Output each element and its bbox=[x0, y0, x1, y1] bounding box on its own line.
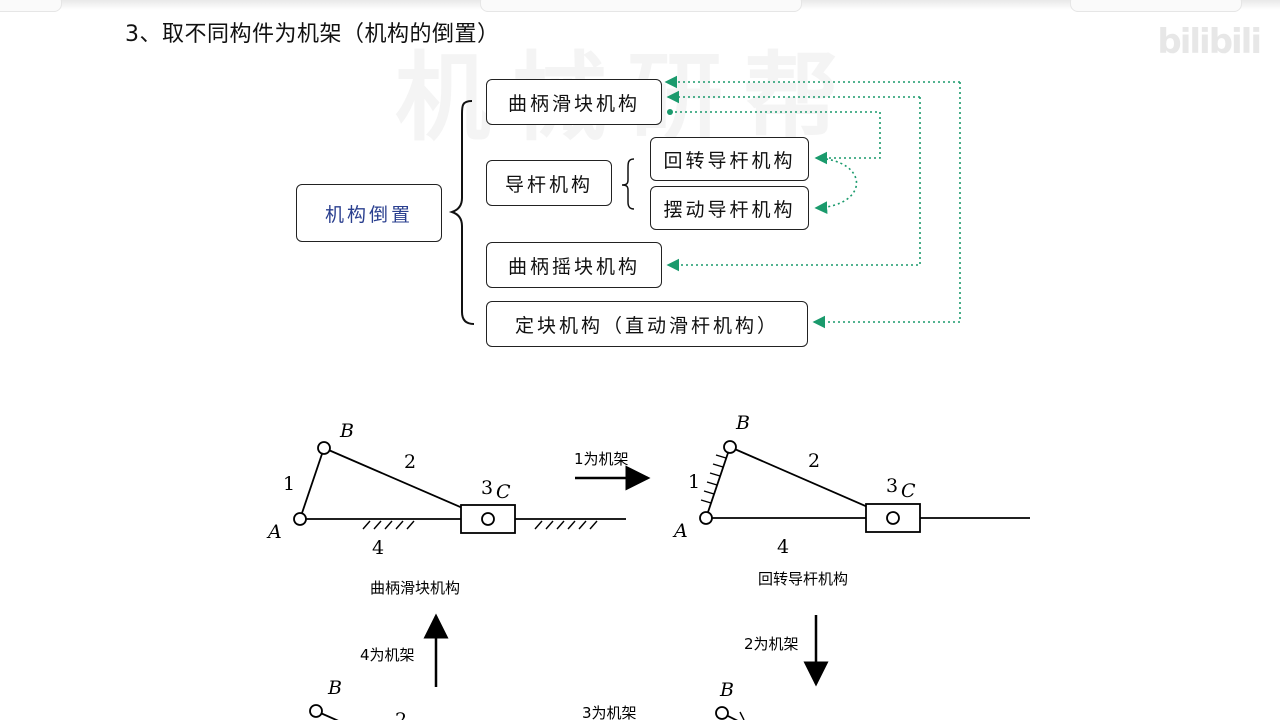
ground-hatch-right bbox=[700, 454, 727, 504]
small-brace bbox=[621, 158, 635, 210]
label-right-n4: 4 bbox=[777, 536, 789, 558]
label-br-B: B bbox=[719, 679, 734, 701]
box-swinging-guide: 摆动导杆机构 bbox=[650, 186, 809, 230]
box-guide-bar: 导杆机构 bbox=[486, 160, 612, 206]
bilibili-logo: bilibili bbox=[1157, 22, 1262, 62]
label-left-n2: 2 bbox=[404, 451, 416, 473]
connector-start-dot bbox=[667, 109, 673, 115]
label-left-n4: 4 bbox=[372, 537, 384, 559]
label-left-A: A bbox=[266, 521, 282, 543]
top-center-tab bbox=[480, 0, 802, 12]
label-frame1: 1为机架 bbox=[574, 450, 629, 468]
label-left-n1: 1 bbox=[283, 473, 295, 495]
label-right-B: B bbox=[735, 412, 750, 434]
caption-crank-slider: 曲柄滑块机构 bbox=[370, 579, 460, 597]
dotted-connectors bbox=[664, 75, 961, 329]
top-left-tab bbox=[0, 0, 62, 12]
label-right-n2: 2 bbox=[808, 450, 820, 472]
connector-fixed-block bbox=[812, 82, 961, 329]
label-frame2: 2为机架 bbox=[744, 635, 799, 653]
main-brace bbox=[448, 100, 475, 325]
box-crank-slider: 曲柄滑块机构 bbox=[486, 79, 662, 125]
label-right-n3: 3 bbox=[886, 475, 898, 497]
label-right-n1: 1 bbox=[688, 471, 700, 493]
root-box-mechanism-inversion: 机构倒置 bbox=[296, 184, 442, 242]
label-left-B: B bbox=[339, 420, 354, 442]
label-frame4: 4为机架 bbox=[360, 646, 415, 664]
mech-left bbox=[293, 441, 626, 534]
mech-right bbox=[699, 440, 1030, 533]
box-rotating-guide: 回转导杆机构 bbox=[650, 137, 809, 181]
mech-bottom-right bbox=[715, 706, 745, 720]
ground-hatch-left bbox=[362, 520, 598, 530]
label-left-n3: 3 bbox=[481, 477, 493, 499]
connector-rotating-guide bbox=[670, 111, 881, 165]
label-left-C: C bbox=[496, 481, 511, 503]
box-crank-rocker-block: 曲柄摇块机构 bbox=[486, 242, 662, 288]
box-fixed-block: 定块机构（直动滑杆机构） bbox=[486, 301, 808, 347]
label-right-A: A bbox=[672, 520, 688, 542]
label-bl-n2: 2 bbox=[395, 709, 407, 720]
top-right-tab bbox=[1070, 0, 1242, 12]
connector-crank-rocker bbox=[666, 97, 921, 272]
label-frame3: 3为机架 bbox=[582, 704, 637, 720]
caption-rotating-guide: 回转导杆机构 bbox=[758, 570, 848, 588]
connector-swinging-guide bbox=[814, 157, 858, 214]
label-right-C: C bbox=[901, 480, 916, 502]
label-bl-B: B bbox=[327, 677, 342, 699]
mech-bottom-left bbox=[309, 704, 339, 720]
section-heading: 3、取不同构件为机架（机构的倒置） bbox=[125, 22, 500, 47]
